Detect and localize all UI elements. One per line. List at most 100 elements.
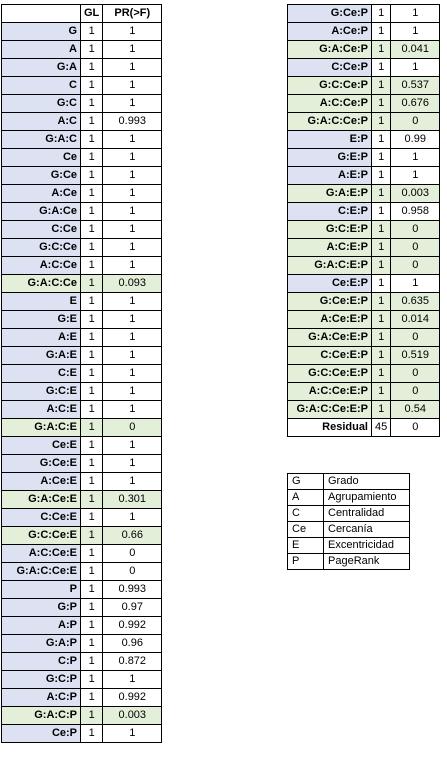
gl-cell: 1	[79, 166, 104, 185]
pr-cell: 1	[102, 238, 163, 257]
term-cell: G:E	[1, 310, 81, 329]
pr-cell: 1	[102, 382, 163, 401]
gl-cell: 1	[79, 670, 104, 689]
term-cell: G:A	[1, 58, 81, 77]
gl-cell: 1	[370, 310, 392, 329]
gl-cell: 1	[370, 130, 392, 149]
term-cell: C:E:P	[287, 202, 372, 221]
gl-cell: 1	[370, 256, 392, 275]
header-gl: GL	[79, 4, 104, 23]
pr-cell: 1	[102, 184, 163, 203]
term-cell: G:A:E	[1, 346, 81, 365]
term-cell: G:A:Ce:E	[1, 490, 81, 509]
term-cell: A:C:E	[1, 400, 81, 419]
pr-cell: 0	[390, 112, 441, 131]
pr-cell: 0	[390, 382, 441, 401]
gl-cell: 1	[79, 688, 104, 707]
term-cell: G:A:Ce:E:P	[287, 328, 372, 347]
legend-abbr: E	[287, 537, 324, 554]
term-cell: G:C:Ce:P	[287, 76, 372, 95]
term-cell: A:C:Ce:E:P	[287, 382, 372, 401]
pr-cell: 0.519	[390, 346, 441, 365]
pr-cell: 0.301	[102, 490, 163, 509]
gl-cell: 1	[370, 76, 392, 95]
gl-cell: 1	[79, 436, 104, 455]
gl-cell: 1	[79, 598, 104, 617]
gl-cell: 1	[370, 400, 392, 419]
legend-name: Cercanía	[323, 521, 410, 538]
gl-cell: 1	[370, 238, 392, 257]
term-cell: Residual	[287, 418, 372, 437]
term-cell: G:C:Ce:E:P	[287, 364, 372, 383]
pr-cell: 1	[102, 472, 163, 491]
pr-cell: 0	[390, 256, 441, 275]
pr-cell: 0.992	[102, 616, 163, 635]
pr-cell: 0.992	[102, 688, 163, 707]
gl-cell: 1	[79, 706, 104, 725]
pr-cell: 1	[102, 346, 163, 365]
term-cell: E	[1, 292, 81, 311]
gl-cell: 1	[370, 58, 392, 77]
gl-cell: 1	[79, 112, 104, 131]
term-cell: G:A:C:Ce:E:P	[287, 400, 372, 419]
pr-cell: 0	[390, 238, 441, 257]
term-cell: A:Ce:E	[1, 472, 81, 491]
pr-cell: 0.993	[102, 112, 163, 131]
pr-cell: 0.537	[390, 76, 441, 95]
gl-cell: 1	[79, 22, 104, 41]
pr-cell: 0.96	[102, 634, 163, 653]
gl-cell: 1	[79, 364, 104, 383]
term-cell: G:A:Ce:P	[287, 40, 372, 59]
term-cell: G:A:Ce	[1, 202, 81, 221]
pr-cell: 1	[390, 58, 441, 77]
gl-cell: 1	[370, 274, 392, 293]
gl-cell: 1	[370, 220, 392, 239]
pr-cell: 0	[102, 562, 163, 581]
term-cell: C:Ce	[1, 220, 81, 239]
pr-cell: 0.003	[390, 184, 441, 203]
pr-cell: 1	[102, 508, 163, 527]
header-pr: PR(>F)	[102, 4, 163, 23]
gl-cell: 1	[79, 40, 104, 59]
gl-cell: 1	[370, 184, 392, 203]
term-cell: G:A:C:E	[1, 418, 81, 437]
pr-cell: 0.635	[390, 292, 441, 311]
pr-cell: 0.54	[390, 400, 441, 419]
term-cell: C:E	[1, 364, 81, 383]
pr-cell: 0	[390, 418, 441, 437]
pr-cell: 1	[390, 148, 441, 167]
term-cell: G	[1, 22, 81, 41]
gl-cell: 1	[370, 22, 392, 41]
term-cell: G:A:C:Ce	[1, 274, 81, 293]
term-cell: P	[1, 580, 81, 599]
term-cell: A:C:P	[1, 688, 81, 707]
pr-cell: 1	[102, 220, 163, 239]
term-cell: G:C	[1, 94, 81, 113]
term-cell: A:Ce	[1, 184, 81, 203]
